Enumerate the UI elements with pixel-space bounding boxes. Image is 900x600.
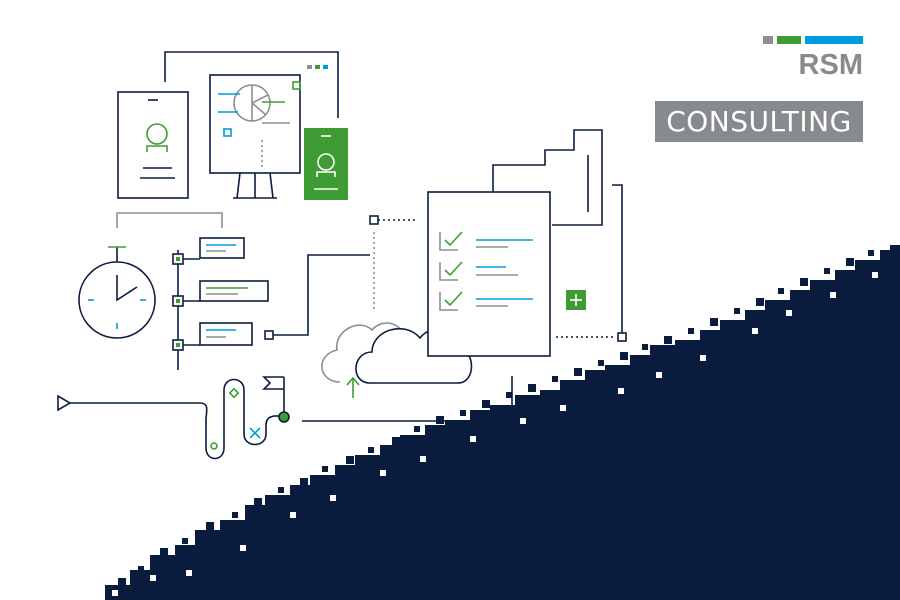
pie-chart-monitor-icon — [218, 81, 301, 168]
roadmap-path-icon — [57, 378, 285, 460]
logo-grey-bar — [763, 36, 773, 44]
brand-name: RSM — [798, 49, 863, 81]
checklist-document-icon — [427, 129, 603, 357]
connector-lines — [264, 184, 627, 422]
pixel-diagonal-band — [105, 245, 900, 600]
line-art — [57, 51, 627, 460]
presentation-easel-icon — [164, 51, 339, 199]
pixel-band-holes — [112, 272, 878, 596]
consulting-label: CONSULTING — [655, 101, 863, 142]
logo-color-bars — [763, 36, 863, 44]
logo-green-bar — [777, 36, 801, 44]
logo-blue-bar — [805, 36, 863, 44]
profile-card-icon — [117, 91, 189, 199]
rsm-logo: RSM — [763, 36, 863, 82]
stopwatch-icon — [78, 212, 223, 339]
checklist-tree-icon — [172, 237, 269, 370]
flag-icon — [262, 376, 290, 423]
green-profile-badge-icon — [304, 128, 348, 200]
